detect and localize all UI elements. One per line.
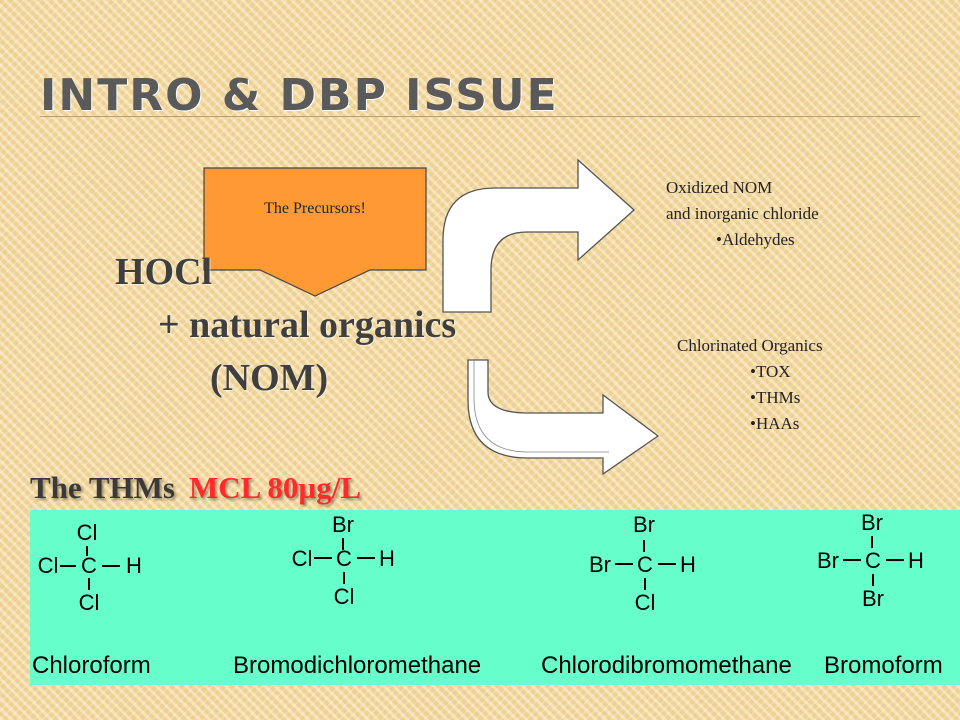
formula-nom: (NOM) bbox=[210, 357, 329, 399]
top-products-bullet: Aldehydes bbox=[666, 227, 819, 253]
precursor-label: The Precursors! bbox=[264, 200, 366, 217]
atom-right: H bbox=[126, 553, 142, 578]
atom-left: Br bbox=[817, 548, 839, 573]
top-products: Oxidized NOM and inorganic chloride Alde… bbox=[666, 175, 819, 253]
structures-panel: Cl Cl C H Cl Br Cl C H Cl Br Br bbox=[30, 510, 960, 685]
precursor-arrow bbox=[203, 167, 427, 297]
atom-top: Br bbox=[861, 510, 883, 535]
top-products-line1: Oxidized NOM bbox=[666, 178, 773, 197]
bottom-products-bullet: TOX bbox=[677, 359, 823, 385]
atom-top: Br bbox=[332, 512, 354, 537]
bottom-products-heading: Chlorinated Organics bbox=[677, 336, 823, 355]
atom-left: Cl bbox=[292, 546, 313, 571]
atom-center: C bbox=[336, 546, 352, 571]
atom-center: C bbox=[81, 553, 97, 578]
thm-label: The THMs bbox=[30, 470, 175, 505]
bottom-products: Chlorinated Organics TOX THMs HAAs bbox=[677, 333, 823, 437]
atom-center: C bbox=[865, 548, 881, 573]
atom-right: H bbox=[379, 546, 395, 571]
title-divider bbox=[40, 116, 920, 117]
atom-top: Cl bbox=[77, 520, 98, 545]
top-products-line2: and inorganic chloride bbox=[666, 204, 819, 223]
atom-bottom: Cl bbox=[79, 590, 100, 615]
curved-down-arrow-inner bbox=[473, 360, 609, 453]
atom-right: H bbox=[908, 548, 924, 573]
atom-left: Br bbox=[589, 552, 611, 577]
curved-down-arrow bbox=[467, 359, 660, 476]
atom-bottom: Cl bbox=[334, 584, 355, 609]
molecule-name-chlorodibromomethane: Chlorodibromomethane bbox=[541, 652, 792, 679]
atom-right: H bbox=[680, 552, 696, 577]
molecule-chlorodibromomethane: Br Br C H Cl bbox=[589, 512, 696, 615]
formula-hocl: HOCl bbox=[115, 251, 213, 293]
atom-bottom: Cl bbox=[635, 590, 656, 615]
molecule-bromoform: Br Br C H Br bbox=[817, 510, 924, 611]
bottom-products-bullet: HAAs bbox=[677, 411, 823, 437]
atom-center: C bbox=[637, 552, 653, 577]
molecule-chloroform: Cl Cl C H Cl bbox=[38, 520, 142, 615]
molecule-bromodichloromethane: Br Cl C H Cl bbox=[292, 512, 395, 609]
atom-left: Cl bbox=[38, 553, 59, 578]
atom-top: Br bbox=[633, 512, 655, 537]
structures-svg: Cl Cl C H Cl Br Cl C H Cl Br Br bbox=[38, 510, 924, 615]
atom-bottom: Br bbox=[862, 586, 884, 611]
molecule-name-chloroform: Chloroform bbox=[32, 652, 151, 679]
molecule-name-bromodichloromethane: Bromodichloromethane bbox=[233, 652, 482, 679]
slide-title: INTRO & DBP ISSUE bbox=[40, 70, 559, 121]
mcl-limit: MCL 80µg/L bbox=[188, 470, 361, 505]
molecule-name-bromoform: Bromoform bbox=[824, 652, 943, 679]
formula-natural-organics: + natural organics bbox=[158, 304, 457, 346]
curved-up-arrow bbox=[442, 158, 635, 313]
thm-heading: The THMs MCL 80µg/L bbox=[30, 470, 361, 506]
bottom-products-bullet: THMs bbox=[677, 385, 823, 411]
